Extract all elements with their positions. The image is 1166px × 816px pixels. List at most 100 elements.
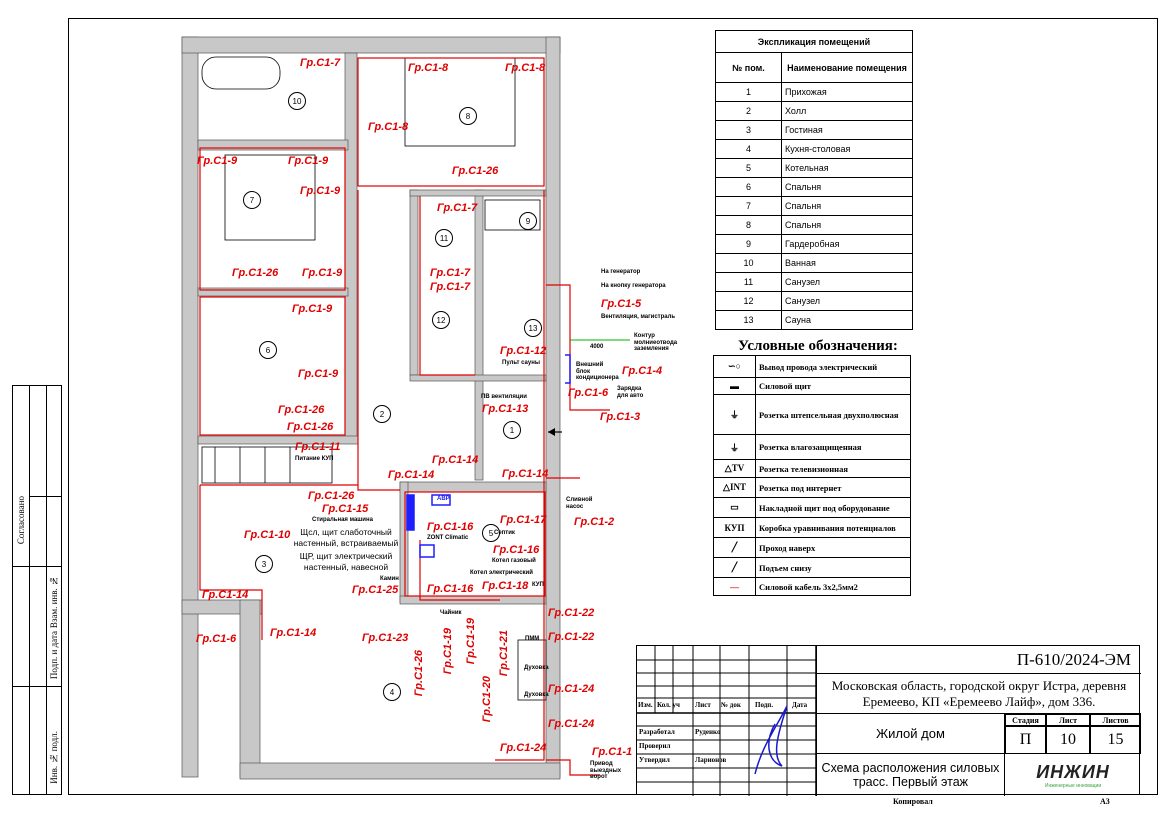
side-stamp: Согласовано Взам. инв. № Подп. и дата Ин… [12, 385, 62, 795]
room-num: 5 [715, 158, 782, 178]
kup-box-icon: КУП [713, 517, 756, 538]
circuit-label: Гр.С1-16 [427, 521, 474, 533]
plan-note: На кнопку генератора [601, 283, 666, 289]
legend-row: ╱Подъем снизу [713, 557, 911, 578]
legend-label: Розетка влагозащищенная [755, 434, 911, 460]
circuit-label: Гр.С1-7 [430, 267, 471, 279]
circuit-label: Гр.С1-24 [548, 718, 595, 730]
plan-note: Чайник [440, 610, 462, 616]
circuit-label: Гр.С1-19 [465, 618, 477, 665]
circuit-label: Гр.С1-6 [568, 387, 609, 399]
circuit-label: Гр.С1-26 [413, 650, 425, 697]
sheet-value: 10 [1046, 726, 1090, 754]
circuit-label: Гр.С1-7 [430, 281, 471, 293]
plan-note: Питание КУП [295, 456, 334, 462]
legend-row: ▭Накладной щит под оборудование [713, 497, 911, 518]
room-name: Спальня [781, 177, 913, 197]
circuit-label: Гр.С1-3 [600, 411, 641, 423]
legend-label: Розетка телевизионная [755, 459, 911, 478]
circuit-label: Гр.С1-9 [288, 155, 329, 167]
revision-grid [637, 646, 817, 796]
circuit-label: Гр.С1-9 [298, 368, 339, 380]
room-num: 2 [715, 101, 782, 121]
legend-row: ⏚Розетка штепсельная двухполюсная [713, 394, 911, 435]
plan-note: Сливной насос [566, 497, 593, 510]
stage-value: П [1005, 726, 1046, 754]
plan-note: Стиральная машина [312, 517, 373, 523]
col-kol: Кол. уч [657, 701, 681, 709]
role-name: Руденко [695, 728, 721, 736]
col-izm: Изм. [638, 701, 653, 709]
legend-row: ▬Силовой щит [713, 377, 911, 395]
equipment-panel-icon: ▭ [713, 497, 756, 518]
room-number: 2 [373, 405, 391, 423]
plan-note: Духовка [524, 692, 549, 698]
circuit-label: Гр.С1-26 [232, 267, 279, 279]
power-panel-icon: ▬ [713, 377, 756, 395]
legend-label: Силовой кабель 3х2,5мм2 [755, 577, 911, 596]
panel-note: Щсл, щит слаботочный настенный, встраива… [293, 527, 399, 549]
title-block: Изм. Кол. уч Лист № док Подп. Дата Разра… [636, 645, 1141, 796]
room-number: 1 [503, 421, 521, 439]
legend-label: Розетка штепсельная двухполюсная [755, 394, 911, 435]
room-num: 11 [715, 272, 782, 292]
circuit-label: Гр.С1-17 [500, 514, 547, 526]
role-name: Ларионов [695, 756, 727, 764]
room-number: 3 [255, 555, 273, 573]
socket-icon: ⏚ [713, 394, 756, 435]
plan-note: КУП [532, 582, 544, 588]
circuit-label: Гр.С1-14 [270, 627, 317, 639]
legend-label: Вывод провода электрический [755, 355, 911, 378]
circuit-label: Гр.С1-26 [278, 404, 325, 416]
entrance-arrow-head-icon [548, 428, 555, 436]
room-num: 4 [715, 139, 782, 159]
circuit-label: Гр.С1-9 [292, 303, 333, 315]
circuit-label: Гр.С1-21 [498, 630, 510, 677]
format-label: А3 [1100, 797, 1110, 806]
circuit-label: Гр.С1-8 [505, 62, 546, 74]
role-label: Разработал [639, 728, 675, 736]
sheet-label: Лист [1046, 714, 1090, 726]
circuit-label: Гр.С1-10 [244, 529, 291, 541]
circuit-label: Гр.С1-14 [202, 589, 249, 601]
furniture [201, 56, 547, 701]
address: Московская область, городской округ Истр… [816, 674, 1141, 714]
plan-note: ПММ [525, 636, 540, 642]
sheets-label: Листов [1090, 714, 1141, 726]
logo-subtitle: Инженерные инновации [1044, 782, 1102, 789]
rise-from-below-icon: ╱ [713, 557, 756, 578]
legend-row: ╱Проход наверх [713, 537, 911, 558]
room-num: 12 [715, 291, 782, 311]
document-code: П-610/2024-ЭМ [816, 646, 1141, 674]
col-name: Наименование помещения [781, 52, 913, 83]
explication-title: Экспликация помещений [715, 30, 913, 53]
legend-label: Силовой щит [755, 377, 911, 395]
walls [181, 36, 561, 780]
col-doc: № док [721, 701, 741, 709]
circuit-label: Гр.С1-9 [300, 185, 341, 197]
circuit-label: Гр.С1-25 [352, 584, 399, 596]
room-number: 7 [243, 191, 261, 209]
circuit-label: Гр.С1-8 [368, 121, 409, 133]
plan-note: Привод выездных ворот [590, 761, 622, 781]
circuit-label: Гр.С1-11 [295, 441, 341, 453]
room-num: 10 [715, 253, 782, 273]
circuit-label: Гр.С1-24 [548, 683, 595, 695]
circuit-label: Гр.С1-2 [574, 516, 615, 528]
plan-note: ПВ вентиляции [481, 394, 527, 400]
legend-label: Накладной щит под оборудование [755, 497, 911, 518]
legend-row: ∽○Вывод провода электрический [713, 355, 911, 378]
stage-label: Стадия [1005, 714, 1046, 726]
plan-note: Котел электрический [470, 570, 533, 576]
circuit-label: Гр.С1-16 [493, 544, 540, 556]
waterproof-socket-icon: ⏚ [713, 434, 756, 460]
